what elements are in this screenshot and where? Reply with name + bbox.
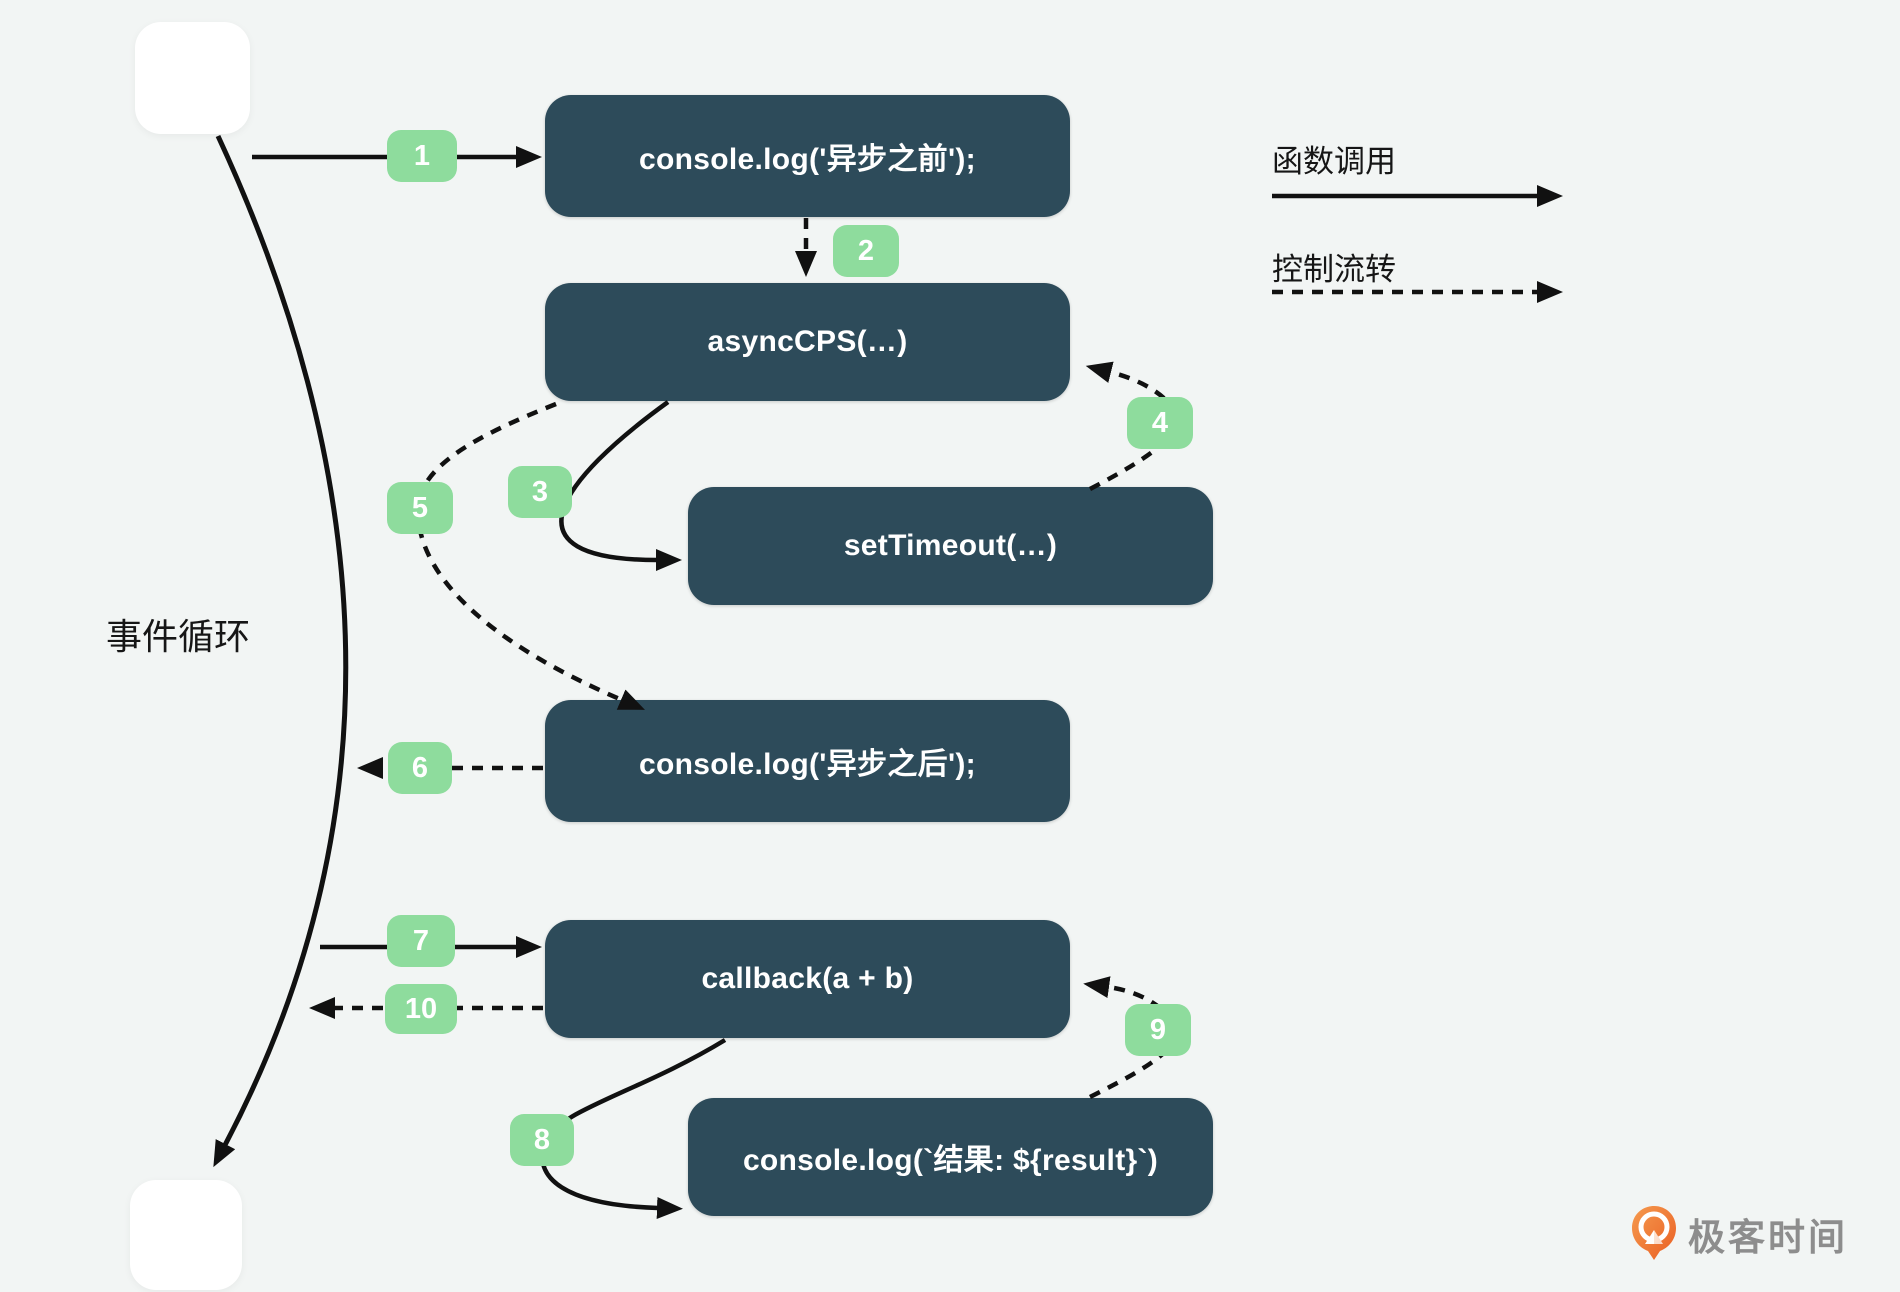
step-badge-8: 8 xyxy=(510,1114,574,1166)
geektime-logo-text: 极客时间 xyxy=(1688,1217,1848,1258)
step-badge-1: 1 xyxy=(387,130,457,182)
box-log-after: console.log('异步之后'); xyxy=(545,700,1070,822)
event-loop-start-node xyxy=(135,22,250,134)
step-badge-6: 6 xyxy=(388,742,452,794)
step-badge-9: 9 xyxy=(1125,1004,1191,1056)
step-badge-3-label: 3 xyxy=(531,475,549,508)
step-badge-3: 3 xyxy=(508,466,572,518)
box-callback-label: callback(a + b) xyxy=(701,962,914,995)
box-set-timeout-label: setTimeout(…) xyxy=(843,529,1058,562)
box-async-cps: asyncCPS(…) xyxy=(545,283,1070,401)
step-badge-1-label: 1 xyxy=(413,139,431,172)
box-log-before: console.log('异步之前'); xyxy=(545,95,1070,217)
step-badge-4-label: 4 xyxy=(1151,406,1169,439)
geektime-logo-icon xyxy=(1632,1206,1676,1260)
box-log-after-label: console.log('异步之后'); xyxy=(639,748,976,781)
step-badge-7: 7 xyxy=(387,915,455,967)
step-badge-5-label: 5 xyxy=(411,491,429,524)
step-badge-8-label: 8 xyxy=(533,1123,551,1156)
legend-control-flow-label: 控制流转 xyxy=(1272,252,1396,287)
step-badge-4: 4 xyxy=(1127,397,1193,449)
step-badge-10-label: 10 xyxy=(404,992,438,1025)
box-callback: callback(a + b) xyxy=(545,920,1070,1038)
box-log-result: console.log(`结果: ${result}`) xyxy=(688,1098,1213,1216)
step-badge-7-label: 7 xyxy=(412,924,430,957)
event-loop-end-node xyxy=(130,1180,242,1290)
box-async-cps-label: asyncCPS(…) xyxy=(707,325,908,358)
step-badge-6-label: 6 xyxy=(411,751,429,784)
arrow-5-flow-to-log-after xyxy=(415,401,645,710)
box-log-result-label: console.log(`结果: ${result}`) xyxy=(742,1144,1159,1177)
step-badge-2-label: 2 xyxy=(857,234,875,267)
legend-function-call-label: 函数调用 xyxy=(1272,144,1396,179)
step-badge-9-label: 9 xyxy=(1149,1013,1167,1046)
event-loop-label: 事件循环 xyxy=(106,616,251,657)
step-badge-5: 5 xyxy=(387,482,453,534)
step-badge-10: 10 xyxy=(385,984,457,1034)
step-badge-2: 2 xyxy=(833,225,899,277)
box-log-before-label: console.log('异步之前'); xyxy=(639,143,976,176)
geektime-logo: 极客时间 xyxy=(1630,1204,1848,1264)
box-set-timeout: setTimeout(…) xyxy=(688,487,1213,605)
arrow-3-call-settimeout xyxy=(559,400,682,571)
